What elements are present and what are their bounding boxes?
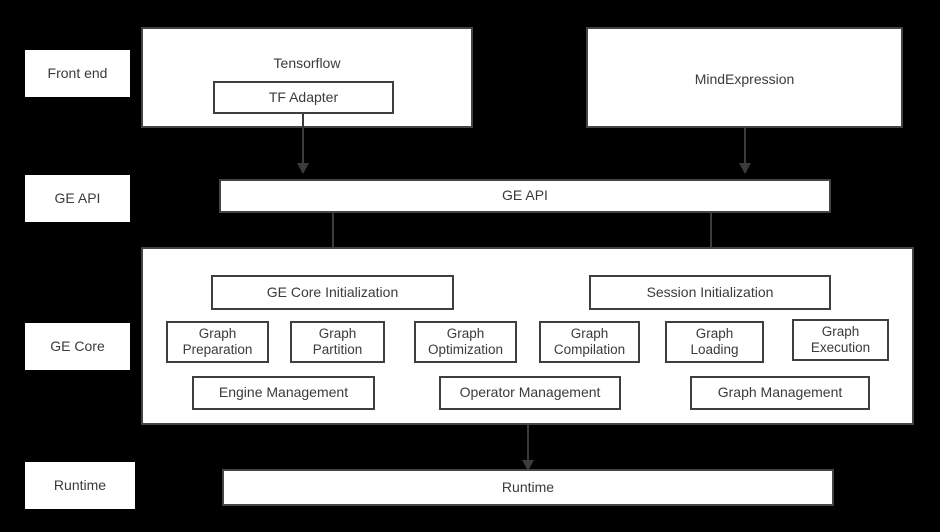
tf-adapter-label: TF Adapter <box>268 88 339 105</box>
tf-adapter-box[interactable]: TF Adapter <box>213 81 394 114</box>
ge-core-initialization-box[interactable]: GE Core Initialization <box>211 275 454 310</box>
connector-ge-api-to-session-initialization <box>710 213 712 264</box>
mindexpression-container <box>586 27 903 128</box>
mindexpression-title: MindExpression <box>694 71 795 87</box>
graph-compilation-line1: Graph <box>570 325 609 341</box>
row-label-ge-api-text: GE API <box>54 189 101 206</box>
connector-tf-adapter-to-ge-api <box>302 114 304 164</box>
graph-execution-line2: Execution <box>810 340 871 355</box>
row-label-runtime-text: Runtime <box>53 476 107 493</box>
arrow-ge-core-to-runtime <box>522 460 534 471</box>
graph-preparation-line2: Preparation <box>182 342 253 357</box>
graph-compilation-box[interactable]: Graph Compilation <box>539 321 640 363</box>
graph-execution-line1: Graph <box>821 323 860 339</box>
graph-loading-box[interactable]: Graph Loading <box>665 321 764 363</box>
graph-optimization-box[interactable]: Graph Optimization <box>414 321 517 363</box>
connector-ge-api-to-ge-core-initialization <box>332 213 334 264</box>
ge-api-bar-label: GE API <box>502 187 548 204</box>
graph-partition-box[interactable]: Graph Partition <box>290 321 385 363</box>
row-label-ge-core-text: GE Core <box>50 337 105 354</box>
arrow-tf-adapter-to-ge-api <box>297 163 309 174</box>
graph-management-label: Graph Management <box>717 384 843 401</box>
graph-execution-box[interactable]: Graph Execution <box>792 319 889 361</box>
runtime-bar-label: Runtime <box>501 478 555 495</box>
graph-partition-line1: Graph <box>318 325 357 341</box>
row-label-front-end: Front end <box>25 50 130 97</box>
engine-management-label: Engine Management <box>218 384 349 401</box>
session-initialization-box[interactable]: Session Initialization <box>589 275 831 310</box>
arrow-mindexpression-to-ge-api <box>739 163 751 174</box>
connector-mindexpression-to-ge-api <box>744 128 746 164</box>
runtime-bar[interactable]: Runtime <box>222 469 834 506</box>
graph-optimization-line2: Optimization <box>427 342 504 357</box>
row-label-runtime: Runtime <box>25 462 135 509</box>
ge-api-bar[interactable]: GE API <box>219 179 831 213</box>
row-label-ge-api: GE API <box>25 175 130 222</box>
graph-preparation-box[interactable]: Graph Preparation <box>166 321 269 363</box>
graph-preparation-line1: Graph <box>198 325 237 341</box>
graph-loading-line2: Loading <box>690 342 739 357</box>
graph-loading-line1: Graph <box>695 325 734 341</box>
engine-management-box[interactable]: Engine Management <box>192 376 375 410</box>
graph-partition-line2: Partition <box>312 342 363 357</box>
operator-management-label: Operator Management <box>459 384 601 401</box>
graph-management-box[interactable]: Graph Management <box>690 376 870 410</box>
session-initialization-label: Session Initialization <box>646 283 774 300</box>
connector-ge-core-to-runtime <box>527 425 529 461</box>
graph-optimization-line1: Graph <box>446 325 485 341</box>
ge-core-initialization-label: GE Core Initialization <box>266 283 399 300</box>
row-label-ge-core: GE Core <box>25 323 130 370</box>
row-label-front-end-text: Front end <box>47 64 108 81</box>
graph-compilation-line2: Compilation <box>553 342 626 357</box>
tensorflow-title: Tensorflow <box>273 55 341 71</box>
operator-management-box[interactable]: Operator Management <box>439 376 621 410</box>
